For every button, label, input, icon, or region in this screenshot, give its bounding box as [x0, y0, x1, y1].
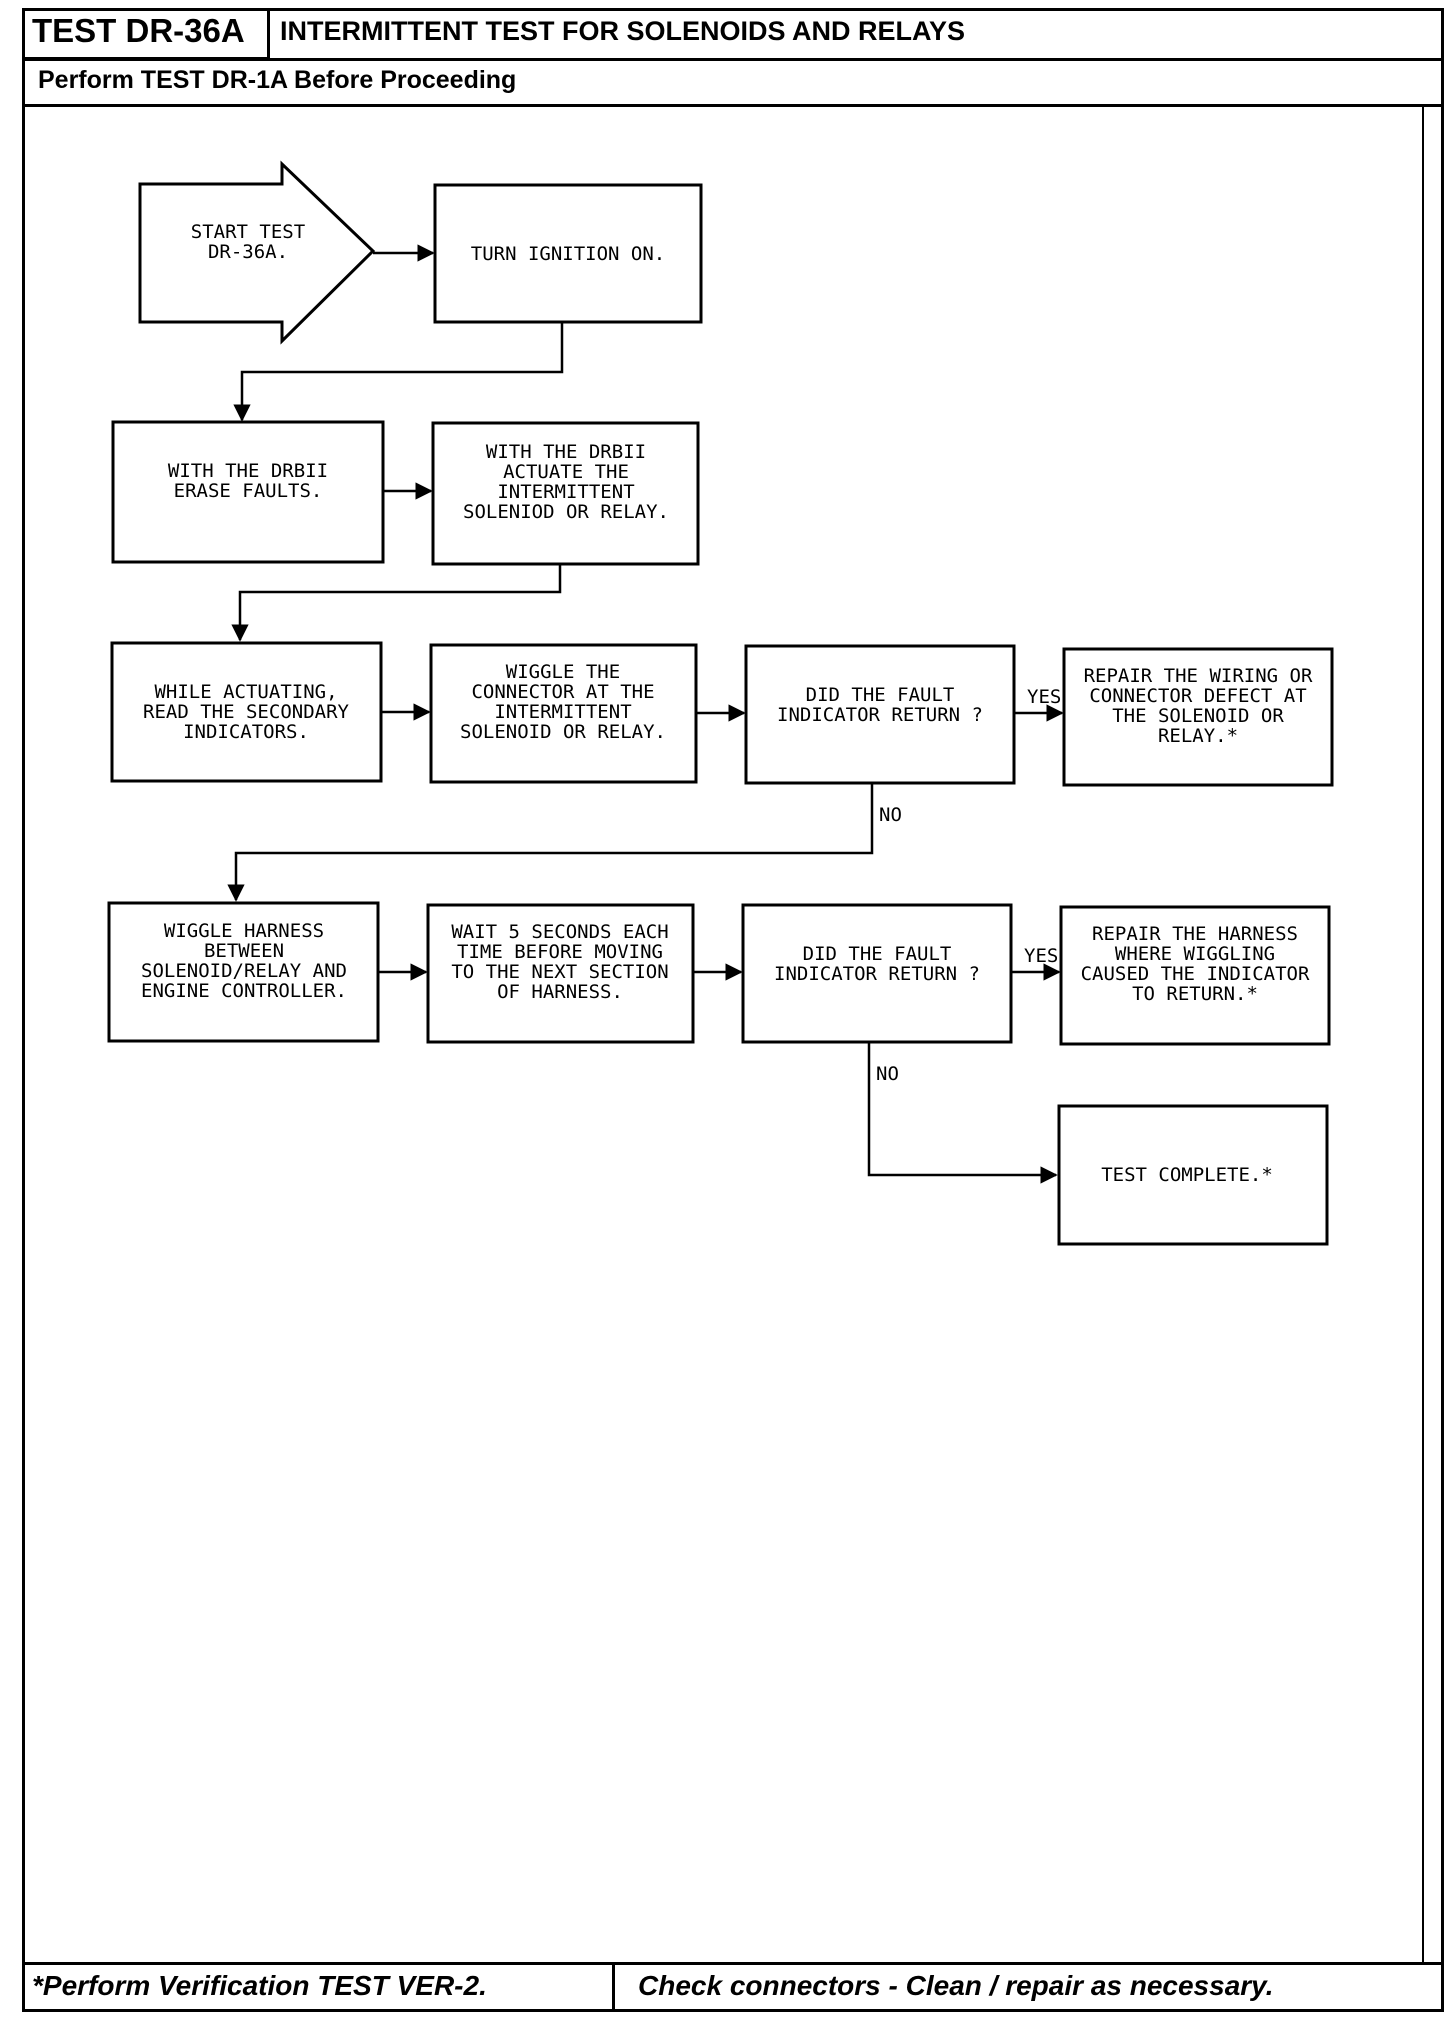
- step-wait-line-1: WAIT 5 SECONDS EACH: [451, 921, 668, 943]
- header-divider-2: [22, 104, 1444, 107]
- step-wiggle-connector-line-4: SOLENOID OR RELAY.: [460, 721, 666, 743]
- decision-2-text: DID THE FAULT INDICATOR RETURN ?: [774, 943, 980, 985]
- start-line-2: DR-36A.: [208, 241, 288, 263]
- step-erase-text: WITH THE DRBII ERASE FAULTS.: [168, 460, 328, 502]
- step-wiggle-harness-line-3: SOLENOID/RELAY AND: [141, 960, 347, 982]
- step-wait-text: WAIT 5 SECONDS EACH TIME BEFORE MOVING T…: [451, 921, 668, 1003]
- result-repair-wiring-line-2: CONNECTOR DEFECT AT: [1089, 685, 1306, 707]
- result-repair-harness-line-1: REPAIR THE HARNESS: [1092, 923, 1298, 945]
- step-wait-line-2: TIME BEFORE MOVING: [457, 941, 663, 963]
- result-repair-wiring-line-1: REPAIR THE WIRING OR: [1084, 665, 1313, 687]
- decision-2-no-label: NO: [876, 1063, 899, 1085]
- step-wiggle-harness-text: WIGGLE HARNESS BETWEEN SOLENOID/RELAY AN…: [141, 920, 347, 1002]
- step-wiggle-harness-box: [107, 901, 380, 1043]
- step-wiggle-harness-line-4: ENGINE CONTROLLER.: [141, 980, 347, 1002]
- step-actuate-line-2: ACTUATE THE: [503, 461, 629, 483]
- sheet-border: [22, 8, 1444, 2012]
- decision-2-box: [741, 903, 1013, 1044]
- step-wait-line-4: OF HARNESS.: [497, 981, 623, 1003]
- test-id: TEST DR-36A: [32, 12, 245, 49]
- result-repair-harness-text: REPAIR THE HARNESS WHERE WIGGLING CAUSED…: [1081, 923, 1310, 1005]
- result-repair-harness-box: [1059, 905, 1331, 1046]
- step-erase-box: [111, 420, 385, 564]
- result-complete-text: TEST COMPLETE.*: [1101, 1164, 1273, 1186]
- result-repair-harness-line-2: WHERE WIGGLING: [1115, 943, 1275, 965]
- step-read-box: [110, 641, 383, 783]
- connector-ignition-erase: [233, 322, 564, 422]
- decision-1-no-label: NO: [879, 804, 902, 826]
- connector-decision1-no: [227, 783, 874, 902]
- header-divider-1: [22, 58, 1444, 61]
- step-wait-box: [426, 903, 695, 1044]
- step-read-line-1: WHILE ACTUATING,: [154, 681, 337, 703]
- prerequisite-note: Perform TEST DR-1A Before Proceeding: [38, 66, 517, 94]
- result-repair-wiring-line-3: THE SOLENOID OR: [1112, 705, 1284, 727]
- footer-separator: [612, 1962, 615, 2012]
- step-erase-line-1: WITH THE DRBII: [168, 460, 328, 482]
- step-wiggle-connector-line-1: WIGGLE THE: [506, 661, 620, 683]
- result-repair-harness-line-3: CAUSED THE INDICATOR: [1081, 963, 1310, 985]
- step-wiggle-connector-line-2: CONNECTOR AT THE: [471, 681, 654, 703]
- step-wiggle-harness-line-2: BETWEEN: [204, 940, 284, 962]
- decision-1-line-2: INDICATOR RETURN ?: [777, 704, 983, 726]
- start-text: START TEST DR-36A.: [191, 221, 305, 263]
- decision-2-yes-label: YES: [1024, 945, 1058, 967]
- connector-actuate-read: [231, 564, 562, 642]
- step-wait-line-3: TO THE NEXT SECTION: [451, 961, 668, 983]
- footer-verification-note: *Perform Verification TEST VER-2.: [32, 1970, 487, 2001]
- connector-decision2-no: [867, 1042, 1058, 1184]
- step-actuate-line-4: SOLENIOD OR RELAY.: [463, 501, 669, 523]
- result-repair-wiring-line-4: RELAY.*: [1158, 725, 1238, 747]
- step-wiggle-connector-box: [429, 643, 698, 784]
- step-read-text: WHILE ACTUATING, READ THE SECONDARY INDI…: [143, 681, 349, 743]
- result-repair-wiring-box: [1062, 647, 1334, 787]
- step-actuate-box: [431, 421, 700, 566]
- footer-connector-note: Check connectors - Clean / repair as nec…: [638, 1970, 1274, 2001]
- start-arrow-shape: [138, 160, 376, 345]
- step-erase-line-2: ERASE FAULTS.: [174, 480, 323, 502]
- footer-divider: [22, 1962, 1444, 1965]
- content-right-line: [1422, 104, 1424, 1964]
- result-repair-harness-line-4: TO RETURN.*: [1132, 983, 1258, 1005]
- decision-2-line-1: DID THE FAULT: [803, 943, 952, 965]
- step-actuate-line-3: INTERMITTENT: [497, 481, 634, 503]
- decision-2-line-2: INDICATOR RETURN ?: [774, 963, 980, 985]
- decision-1-text: DID THE FAULT INDICATOR RETURN ?: [777, 684, 983, 726]
- decision-1-yes-label: YES: [1027, 686, 1061, 708]
- step-wiggle-connector-text: WIGGLE THE CONNECTOR AT THE INTERMITTENT…: [460, 661, 666, 743]
- step-actuate-text: WITH THE DRBII ACTUATE THE INTERMITTENT …: [463, 441, 669, 523]
- step-read-line-2: READ THE SECONDARY: [143, 701, 349, 723]
- result-repair-wiring-text: REPAIR THE WIRING OR CONNECTOR DEFECT AT…: [1084, 665, 1313, 747]
- step-actuate-line-1: WITH THE DRBII: [486, 441, 646, 463]
- decision-1-box: [744, 644, 1016, 785]
- start-line-1: START TEST: [191, 221, 305, 243]
- step-ignition-box: [433, 183, 703, 324]
- step-wiggle-harness-line-1: WIGGLE HARNESS: [164, 920, 324, 942]
- step-wiggle-connector-line-3: INTERMITTENT: [494, 701, 631, 723]
- page-title: INTERMITTENT TEST FOR SOLENOIDS AND RELA…: [280, 16, 966, 46]
- result-complete-box: [1057, 1104, 1329, 1246]
- step-ignition-text: TURN IGNITION ON.: [471, 243, 665, 265]
- step-read-line-3: INDICATORS.: [183, 721, 309, 743]
- decision-1-line-1: DID THE FAULT: [806, 684, 955, 706]
